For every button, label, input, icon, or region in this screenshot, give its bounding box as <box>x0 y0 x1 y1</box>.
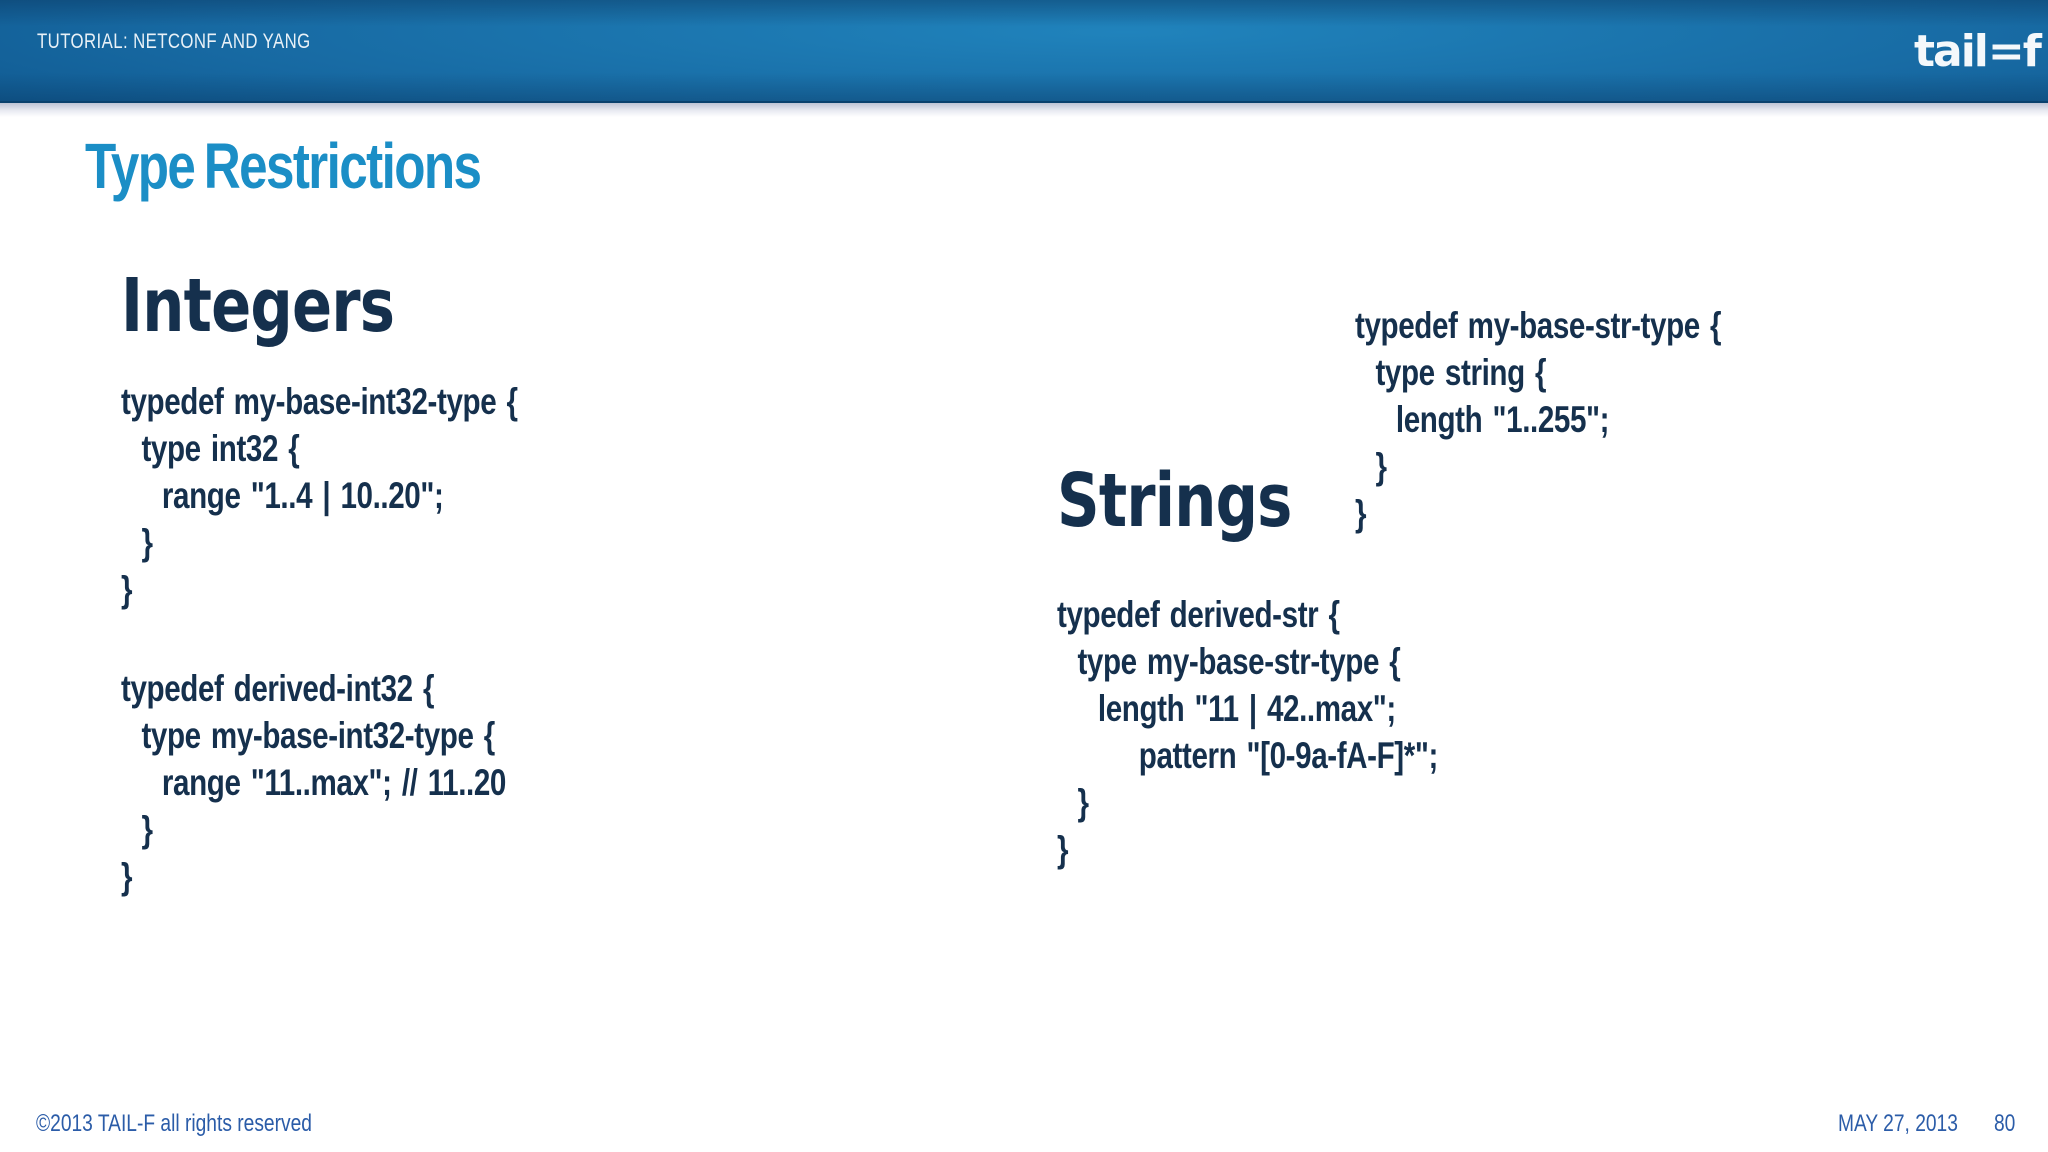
header-bar: TUTORIAL: NETCONF AND YANG tail=f <box>0 0 2048 103</box>
strings-column: Strings typedef my-base-str-type { type … <box>1057 268 1837 873</box>
footer-copyright: ©2013 TAIL-F all rights reserved <box>36 1110 312 1137</box>
strings-code-derived: typedef derived-str { type my-base-str-t… <box>1057 594 1438 870</box>
footer-page-number-wrap: 80 <box>1994 1110 2021 1138</box>
footer-date-wrap: MAY 27, 2013 <box>1838 1110 1988 1138</box>
footer-page-number: 80 <box>1994 1110 2016 1137</box>
header-shadow-band <box>0 103 2048 117</box>
integers-code-base: typedef my-base-int32-type { type int32 … <box>121 381 518 610</box>
integers-code-derived: typedef derived-int32 { type my-base-int… <box>121 668 506 897</box>
tailf-logo-suffix: f <box>2022 26 2042 77</box>
integers-column: Integers typedef my-base-int32-type { ty… <box>121 268 901 900</box>
strings-heading: Strings <box>1057 458 1292 544</box>
footer-date: MAY 27, 2013 <box>1838 1110 1958 1137</box>
strings-code-base: typedef my-base-str-type { type string {… <box>1354 305 1722 534</box>
presentation-subtitle-text: TUTORIAL: NETCONF AND YANG <box>37 30 311 53</box>
footer-copyright-wrap: ©2013 TAIL-F all rights reserved <box>36 1110 381 1138</box>
tailf-logo: tail=f <box>1914 26 2042 77</box>
integers-heading: Integers <box>121 263 395 349</box>
tailf-logo-text: tail <box>1914 26 1989 77</box>
presentation-subtitle: TUTORIAL: NETCONF AND YANG <box>37 30 379 54</box>
tailf-logo-separator: = <box>1987 26 2025 77</box>
slide-title: Type Restrictions <box>85 130 482 202</box>
